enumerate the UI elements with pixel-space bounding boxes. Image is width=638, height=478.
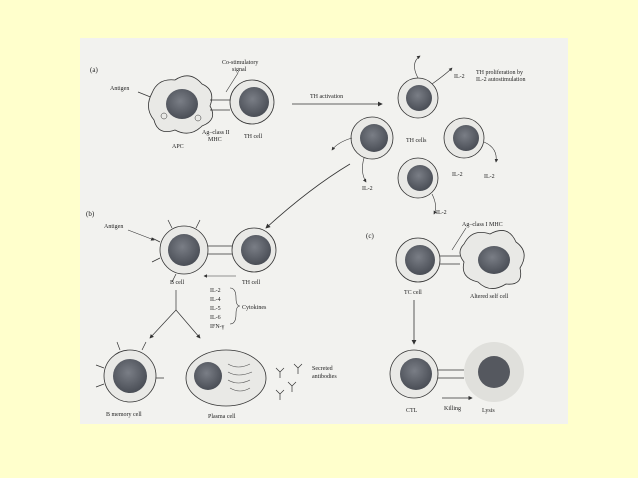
c-il2-label: IL-2: [436, 210, 447, 216]
b-cell-label: B cell: [170, 280, 184, 286]
th-cells-label: TH cells: [406, 138, 427, 144]
panel-b-label: (b): [86, 210, 95, 218]
cytokine-4: IL-6: [210, 315, 221, 321]
apc-cell: [148, 75, 214, 134]
secreted-line1: Secreted: [312, 366, 333, 372]
ctl-label: CTL: [406, 408, 418, 414]
cytokine-1: IL-2: [210, 288, 221, 294]
panel-a-label: (a): [90, 66, 98, 74]
tc-cell: [395, 237, 441, 283]
apc-label: APC: [172, 144, 184, 150]
th-activation-label: TH activation: [310, 94, 343, 100]
il2-label-3: IL-2: [452, 172, 463, 178]
antibodies: [275, 363, 303, 400]
secreted-line2: antibodies: [312, 374, 337, 380]
plasma-cell: [185, 349, 267, 407]
proliferation-line2: IL-2 autostimulation: [476, 77, 526, 83]
th-cell-top: [397, 55, 453, 119]
cytokines-label: Cytokines: [242, 305, 267, 311]
cytokine-5: IFN-γ: [210, 324, 225, 330]
lysed-cell: [464, 342, 524, 402]
ctl-cell: [389, 349, 439, 399]
b-cell: [151, 219, 209, 283]
costim-line1: Co-stimulatory: [222, 60, 258, 66]
immune-response-figure: (a) Antigen APC Co-stimulatory signal Ag…: [80, 38, 568, 424]
th-cell-a-label: TH cell: [244, 134, 262, 140]
altered-label: Altered self cell: [470, 293, 509, 300]
ag-mhc1-label: Ag–class I MHC: [462, 222, 503, 228]
th-cell-right: [443, 117, 499, 163]
il2-label-1: IL-2: [454, 74, 465, 80]
b-memory-cell: [95, 341, 164, 403]
th-cell-bottom: [397, 157, 439, 215]
tc-cell-label: TC cell: [404, 290, 422, 296]
b-antigen-label: Antigen: [104, 224, 123, 230]
il2-label-4: IL-2: [484, 174, 495, 180]
th-cell-a: [229, 79, 275, 125]
cytokine-3: IL-5: [210, 306, 221, 312]
killing-label: Killing: [444, 406, 461, 412]
th-cell-b-label: TH cell: [242, 280, 260, 286]
cytokine-2: IL-4: [210, 297, 221, 303]
figure-canvas: (a) Antigen APC Co-stimulatory signal Ag…: [86, 55, 526, 420]
panel-c-label: (c): [366, 232, 374, 240]
altered-self-cell: [459, 230, 525, 289]
ag-mhc-line2: MHC: [208, 137, 222, 143]
costim-line2: signal: [232, 67, 247, 73]
apc-antigen-label: Antigen: [110, 86, 129, 92]
th-cell-left: [331, 116, 394, 183]
b-memory-label: B memory cell: [106, 412, 142, 418]
plasma-label: Plasma cell: [208, 414, 236, 420]
th-cell-b: [231, 227, 277, 273]
lysis-label: Lysis: [482, 408, 495, 414]
il2-label-2: IL-2: [362, 186, 373, 192]
proliferation-line1: TH proliferation by: [476, 69, 523, 76]
ag-mhc-line1: Ag–class II: [202, 130, 230, 136]
